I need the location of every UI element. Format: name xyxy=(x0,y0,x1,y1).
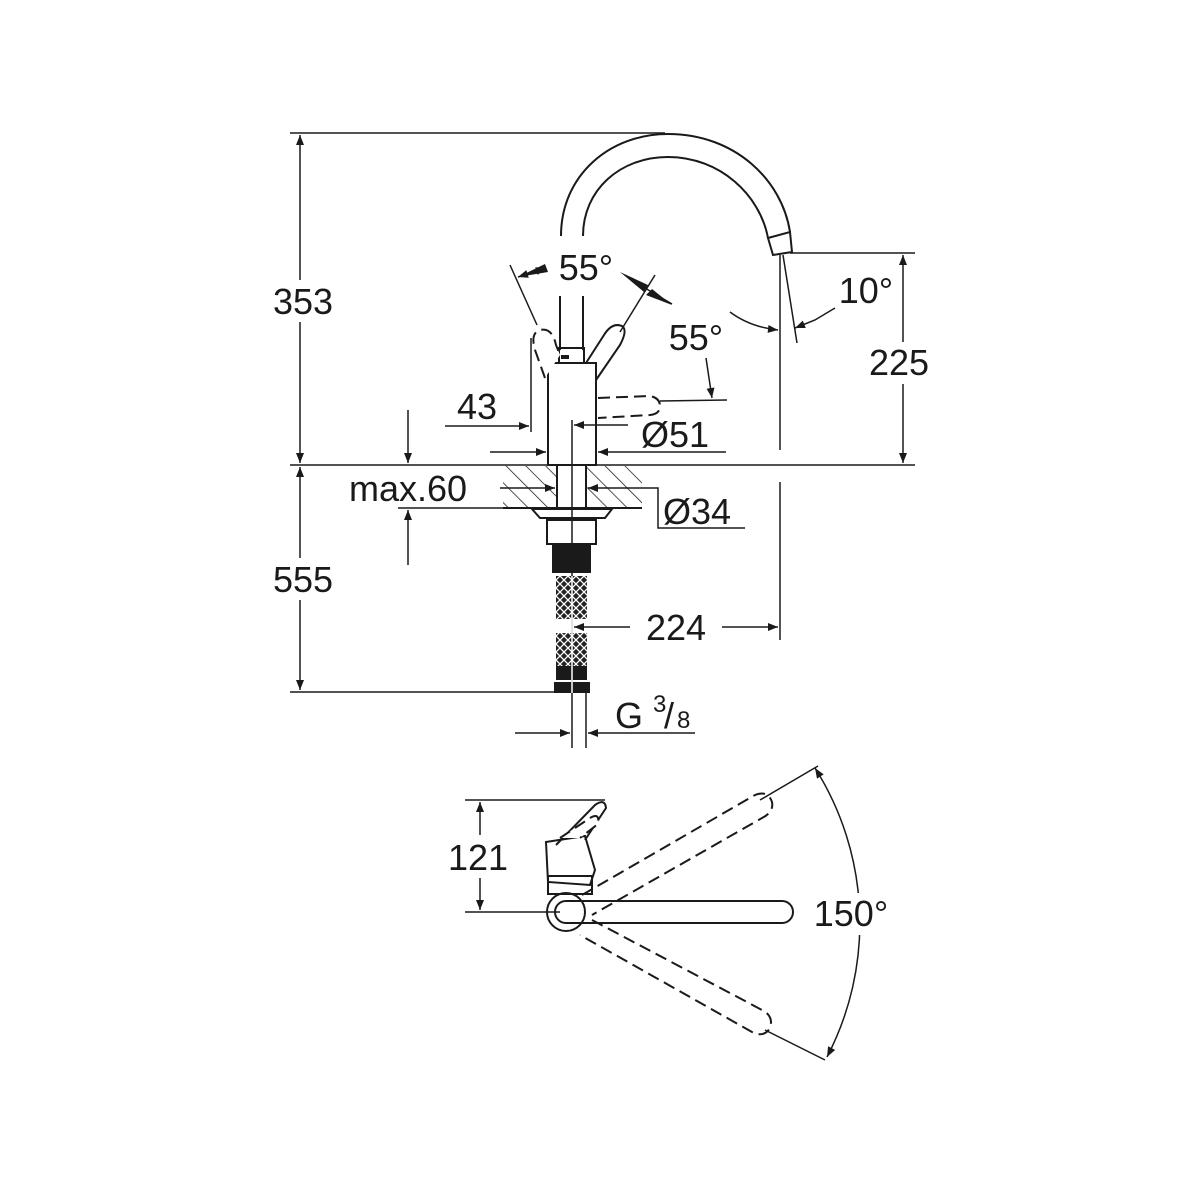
label-10deg: 10° xyxy=(839,270,893,311)
label-g: G xyxy=(615,695,643,736)
label-max60: max.60 xyxy=(349,468,467,509)
dimension-spout-height xyxy=(862,255,938,463)
faucet-body xyxy=(532,296,662,748)
dimension-43 xyxy=(445,338,532,432)
spout xyxy=(560,132,794,257)
label-225: 225 xyxy=(869,342,929,383)
dimension-total-height xyxy=(265,135,340,463)
connection-hoses xyxy=(529,508,615,748)
label-55deg-right: 55° xyxy=(669,317,723,358)
dimension-below-counter xyxy=(265,467,340,690)
label-d51: Ø51 xyxy=(641,414,709,455)
label-150deg: 150° xyxy=(814,893,888,934)
label-353: 353 xyxy=(273,281,333,322)
label-55deg-top: 55° xyxy=(559,247,613,288)
label-555: 555 xyxy=(273,559,333,600)
label-43: 43 xyxy=(457,386,497,427)
label-g-num: 3 xyxy=(653,691,666,718)
label-121: 121 xyxy=(448,837,508,878)
label-g-slash: / xyxy=(664,695,674,736)
label-224: 224 xyxy=(646,607,706,648)
label-d34: Ø34 xyxy=(663,491,731,532)
dimension-body-diameter xyxy=(490,421,726,456)
dimension-lever-angle-left xyxy=(509,264,673,333)
countertop-section xyxy=(503,465,642,509)
dimension-counter-thickness xyxy=(398,410,745,565)
dimension-lever-angle-right xyxy=(659,357,728,402)
top-view xyxy=(465,765,895,1061)
dimension-spout-angle xyxy=(729,254,836,344)
label-g-den: 8 xyxy=(677,707,690,734)
reference-lines xyxy=(290,132,915,693)
